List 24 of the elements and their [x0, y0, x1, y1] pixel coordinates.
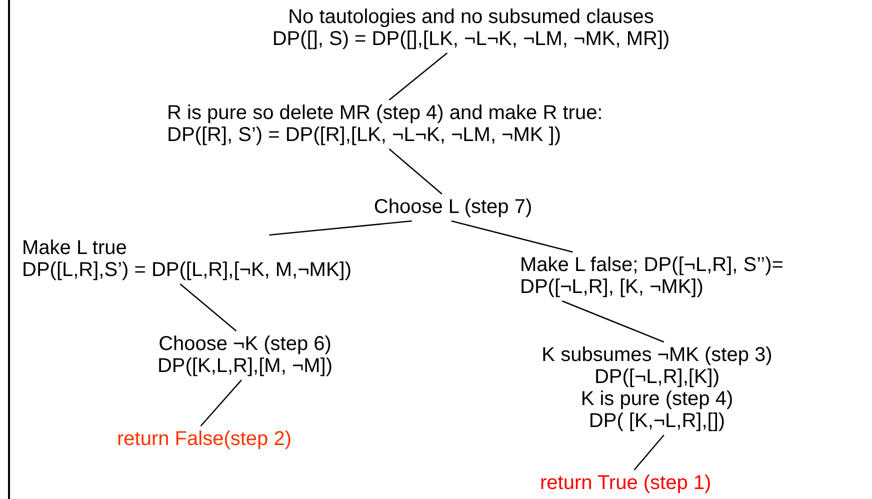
connector-line — [451, 220, 573, 253]
connector-line — [634, 434, 664, 470]
node-text: Choose ¬K (step 6) — [158, 333, 332, 355]
node-text: DP([L,R],S’) = DP([L,R],[¬K, M,¬MK]) — [22, 259, 352, 281]
node-text: R is pure so delete MR (step 4) and make R true: — [167, 102, 603, 124]
node-text: return True (step 1) — [540, 472, 712, 494]
node-text: DP([¬L,R],[K]) — [594, 366, 720, 388]
connector-line — [200, 380, 242, 426]
connector-line — [562, 300, 664, 343]
node-text: Make L false; DP([¬L,R], S’’)= — [520, 254, 784, 276]
connector-line — [269, 220, 412, 236]
node-text: Choose L (step 7) — [374, 196, 532, 218]
node-text: No tautologies and no subsumed clauses — [288, 6, 654, 28]
connector-line — [388, 148, 442, 194]
node-text: DP([], S) = DP([],[LK, ¬L¬K, ¬LM, ¬MK, MR]) — [272, 28, 670, 50]
node-text: DP([K,L,R],[M, ¬M]) — [157, 355, 333, 377]
node-text: K is pure (step 4) — [580, 388, 734, 410]
node-text: DP([R], S’) = DP([R],[LK, ¬L¬K, ¬LM, ¬MK ]) — [167, 124, 562, 146]
connector-line — [180, 284, 237, 332]
node-text: return False(step 2) — [117, 428, 292, 450]
node-text: DP( [K,¬L,R],[]) — [588, 410, 726, 432]
node-text: DP([¬L,R], [K, ¬MK]) — [520, 276, 704, 298]
node-text: K subsumes ¬MK (step 3) — [542, 344, 772, 366]
connector-line — [388, 52, 448, 100]
